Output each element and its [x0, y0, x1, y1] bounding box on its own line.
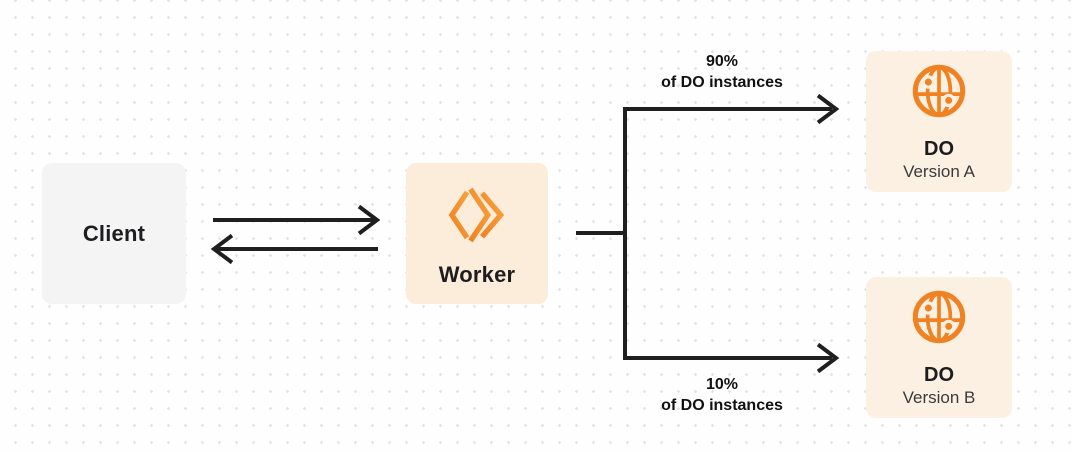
cloudflare-workers-icon — [448, 187, 505, 243]
arrow-client-to-worker — [213, 204, 381, 236]
percent-to-version-b: 10% — [705, 376, 739, 393]
percent-to-version-a: 90% — [705, 53, 739, 70]
do-a-subtitle: Version A — [903, 162, 975, 181]
client-label: Client — [82, 220, 146, 246]
arrow-branch-to-version-a — [625, 93, 840, 125]
globe-icon — [912, 64, 966, 118]
node-do-version-a: DO Version A — [866, 51, 1012, 192]
caption-to-version-b: of DO instances — [661, 397, 783, 414]
node-worker: Worker — [406, 163, 548, 304]
node-client: Client — [42, 163, 186, 304]
arrow-branch-to-version-b — [625, 342, 840, 374]
worker-label: Worker — [438, 262, 516, 287]
do-b-subtitle: Version B — [902, 388, 976, 407]
edge-label-version-a: 90% of DO instances — [632, 51, 812, 93]
arrow-worker-to-client — [210, 233, 378, 265]
do-a-title: DO — [924, 138, 954, 160]
branch-connector — [576, 107, 627, 360]
caption-to-version-a: of DO instances — [661, 74, 783, 91]
edge-label-version-b: 10% of DO instances — [632, 374, 812, 416]
node-do-version-b: DO Version B — [866, 277, 1012, 418]
do-b-title: DO — [924, 364, 954, 386]
globe-icon — [912, 290, 966, 344]
